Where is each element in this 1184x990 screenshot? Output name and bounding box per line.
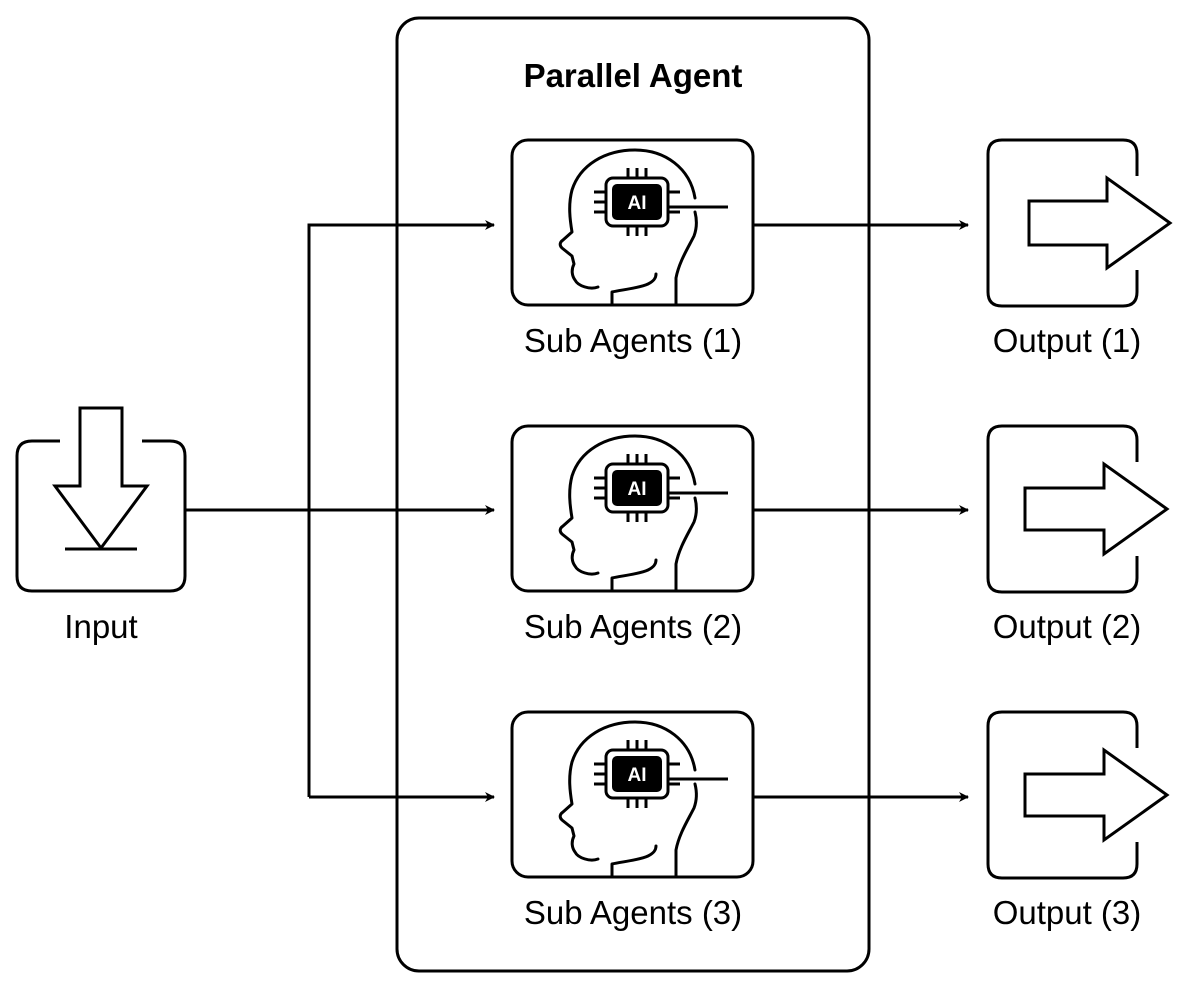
- sub-agent-node-2[interactable]: AI Sub Agents (2): [510, 424, 755, 645]
- input-label: Input: [64, 608, 137, 645]
- output-box: [986, 424, 1139, 594]
- ai-chip-text: AI: [628, 479, 647, 500]
- ai-head-icon: AI: [558, 434, 730, 592]
- output-node-3[interactable]: Output (3): [986, 710, 1170, 931]
- input-box: [15, 439, 187, 593]
- sub-agent-label: Sub Agents (3): [524, 894, 742, 931]
- branch-to-agent-1-line: [307, 220, 495, 797]
- ai-chip-text: AI: [628, 765, 647, 786]
- output-box: [986, 710, 1139, 880]
- output-label: Output (2): [993, 608, 1142, 645]
- output-label: Output (3): [993, 894, 1142, 931]
- ai-chip-text: AI: [628, 193, 647, 214]
- connectors: [185, 220, 969, 802]
- ai-head-icon: AI: [558, 148, 730, 306]
- sub-agent-node-1[interactable]: AI Sub Agents (1): [510, 138, 755, 359]
- sub-agent-label: Sub Agents (2): [524, 608, 742, 645]
- output-node-2[interactable]: Output (2): [986, 424, 1170, 645]
- exit-arrow-icon: [1023, 747, 1170, 843]
- parallel-agent-container: [395, 16, 871, 973]
- output-label: Output (1): [993, 322, 1142, 359]
- output-node-1[interactable]: Output (1): [986, 138, 1173, 359]
- download-arrow-icon: [52, 406, 150, 551]
- parallel-agent-title: Parallel Agent: [524, 57, 743, 94]
- output-box: [986, 138, 1139, 308]
- input-node[interactable]: Input: [15, 406, 187, 645]
- ai-head-icon: AI: [558, 720, 730, 878]
- sub-agent-label: Sub Agents (1): [524, 322, 742, 359]
- exit-arrow-icon: [1023, 461, 1170, 557]
- exit-arrow-icon: [1027, 175, 1173, 271]
- sub-agent-node-3[interactable]: AI Sub Agents (3): [510, 710, 755, 931]
